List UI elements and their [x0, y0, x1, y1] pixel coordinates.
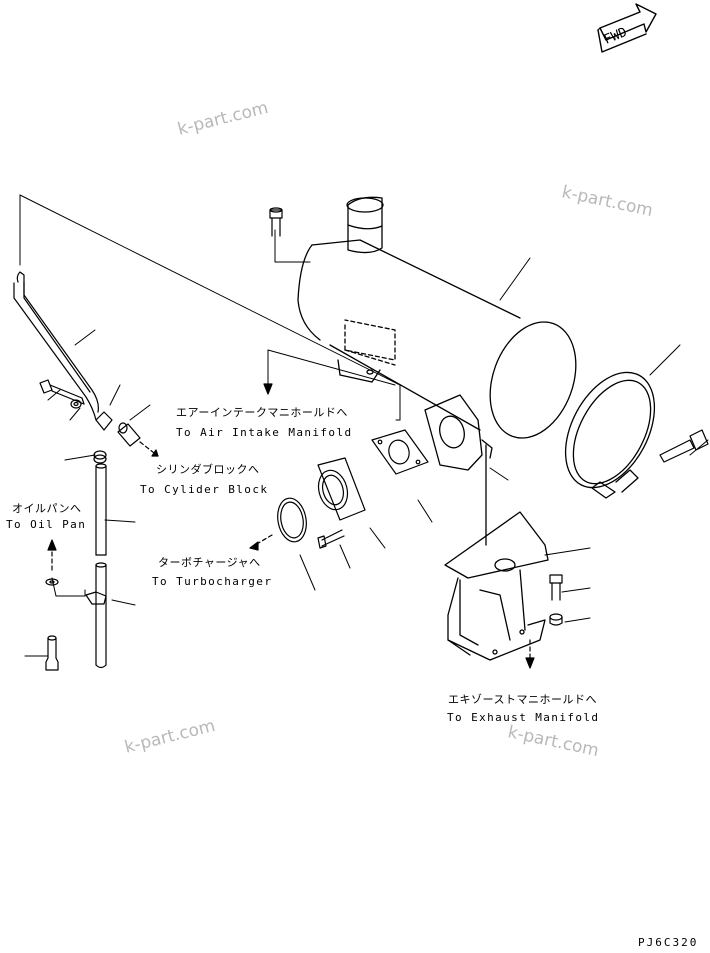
seal-ring — [93, 450, 107, 464]
bolt-bracket — [549, 574, 563, 626]
label-exhaust-jp: エキゾーストマニホールドへ — [448, 693, 597, 706]
dipstick-lower-tube — [85, 463, 107, 669]
turbo-arrow — [249, 534, 273, 551]
bolt-left-lower — [45, 578, 59, 671]
seal-ring-large — [277, 497, 307, 543]
bolt-flange — [317, 529, 345, 549]
drawing-code: PJ6C320 — [638, 936, 699, 949]
label-turbocharger-en: To Turbocharger — [152, 575, 273, 588]
fwd-badge-text: FWD — [602, 25, 630, 48]
label-oil-pan-en: To Oil Pan — [6, 518, 87, 531]
band-clamp — [564, 371, 656, 499]
oil-pan-arrow — [47, 539, 57, 571]
label-exhaust-en: To Exhaust Manifold — [447, 711, 600, 724]
air-intake-arrow — [263, 383, 273, 395]
fwd-arrow-badge: FWD — [597, 3, 657, 53]
leader-lines — [19, 194, 709, 657]
label-cylinder-block-jp: シリンダブロックへ — [156, 463, 260, 476]
bolt-top-muffler — [269, 207, 283, 237]
support-bracket — [444, 511, 549, 661]
label-air-intake-jp: エアーインテークマニホールドへ — [176, 406, 348, 419]
bolt-left-upper — [39, 379, 85, 409]
exhaust-arrow — [525, 639, 535, 669]
gasket-large — [371, 429, 429, 475]
label-oil-pan-jp: オイルパンへ — [12, 502, 82, 515]
adapter-flange — [317, 457, 366, 521]
label-air-intake-en: To Air Intake Manifold — [176, 426, 353, 439]
label-turbocharger-jp: ターボチャージャへ — [158, 556, 261, 569]
dipstick-guide-tube — [13, 271, 113, 431]
sleeve-connector — [117, 422, 159, 457]
muffler — [297, 196, 577, 546]
label-cylinder-block-en: To Cylider Block — [140, 483, 269, 496]
clamp-bolt — [659, 429, 709, 463]
